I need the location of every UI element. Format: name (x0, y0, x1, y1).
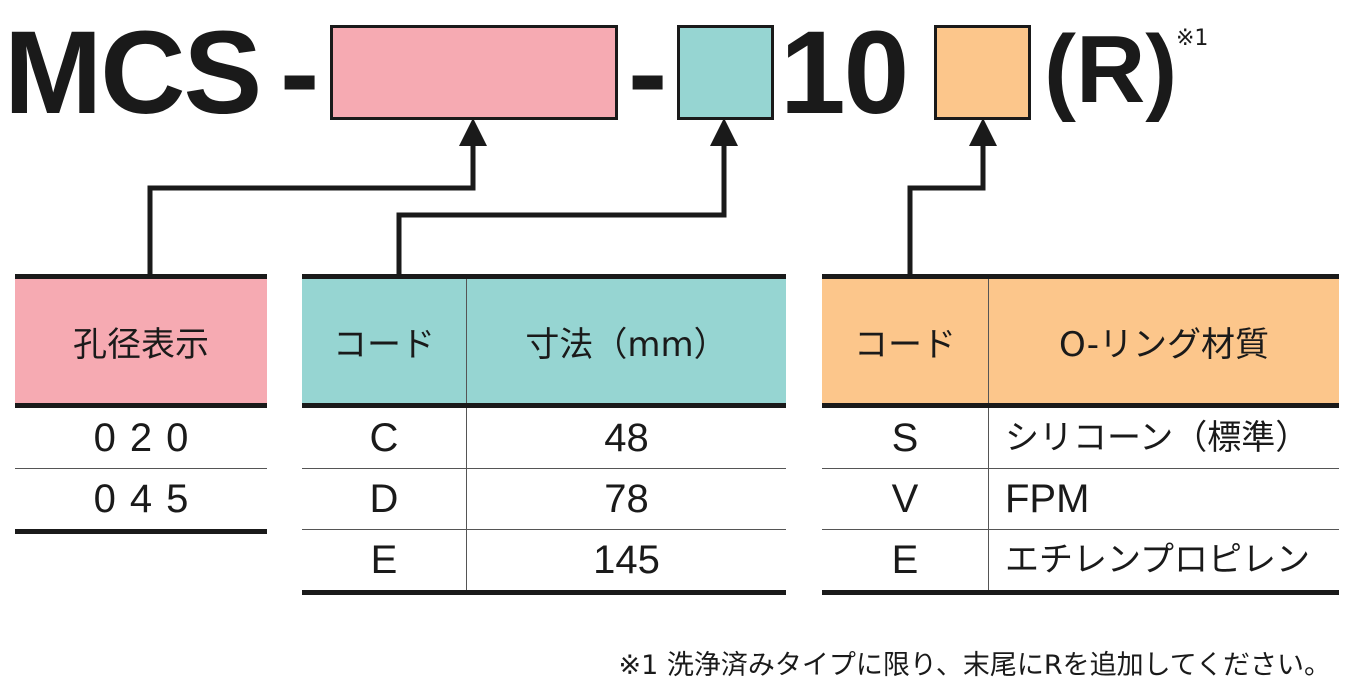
table-row: C 48 (302, 405, 786, 469)
oring-code-box (934, 25, 1031, 120)
size-code-box (677, 25, 774, 120)
table-row: 020 (15, 405, 267, 469)
oring-table-header-material: O-リング材質 (988, 274, 1339, 408)
oring-code: S (822, 405, 989, 469)
size-table: コード 寸法（mm） C 48 D 78 E 145 (302, 274, 786, 595)
oring-table-header-code: コード (822, 274, 989, 408)
size-code: E (302, 529, 467, 595)
oring-code: E (822, 529, 989, 595)
size-value: 145 (466, 529, 786, 595)
arrow-head-oring (969, 118, 997, 146)
connector-size (396, 142, 727, 276)
model-suffix-r: (R) (1044, 16, 1178, 123)
bore-table: 孔径表示 020 045 (15, 274, 267, 534)
connector-bore (147, 142, 476, 276)
bore-code: 045 (15, 468, 267, 534)
model-dash-2: - (628, 7, 667, 139)
table-row: D 78 (302, 468, 786, 530)
bore-table-header: 孔径表示 (15, 274, 267, 408)
connector-oring (907, 142, 986, 276)
model-dash-1: - (280, 7, 319, 139)
table-row: V FPM (822, 468, 1339, 530)
size-value: 78 (466, 468, 786, 530)
footnote-mark: ※1 (1176, 26, 1209, 51)
oring-code: V (822, 468, 989, 530)
footnote-text: ※1 洗浄済みタイプに限り、末尾にRを追加してください。 (618, 650, 1331, 681)
oring-table: コード O-リング材質 S シリコーン（標準） V FPM E エチレンプロピレ… (822, 274, 1339, 595)
table-row: E エチレンプロピレン (822, 529, 1339, 595)
oring-material: シリコーン（標準） (988, 405, 1339, 469)
oring-material: エチレンプロピレン (988, 529, 1339, 595)
table-row: S シリコーン（標準） (822, 405, 1339, 469)
model-prefix: MCS (4, 7, 262, 139)
bore-code: 020 (15, 405, 267, 469)
size-code: C (302, 405, 467, 469)
size-table-header-code: コード (302, 274, 467, 408)
size-table-header-size: 寸法（mm） (466, 274, 786, 408)
arrow-head-bore (459, 118, 487, 146)
bore-code-box (330, 25, 618, 120)
size-value: 48 (466, 405, 786, 469)
table-row: E 145 (302, 529, 786, 595)
model-fixed-10: 10 (780, 7, 909, 139)
oring-material: FPM (988, 468, 1339, 530)
size-code: D (302, 468, 467, 530)
table-row: 045 (15, 468, 267, 534)
arrow-head-size (710, 118, 738, 146)
